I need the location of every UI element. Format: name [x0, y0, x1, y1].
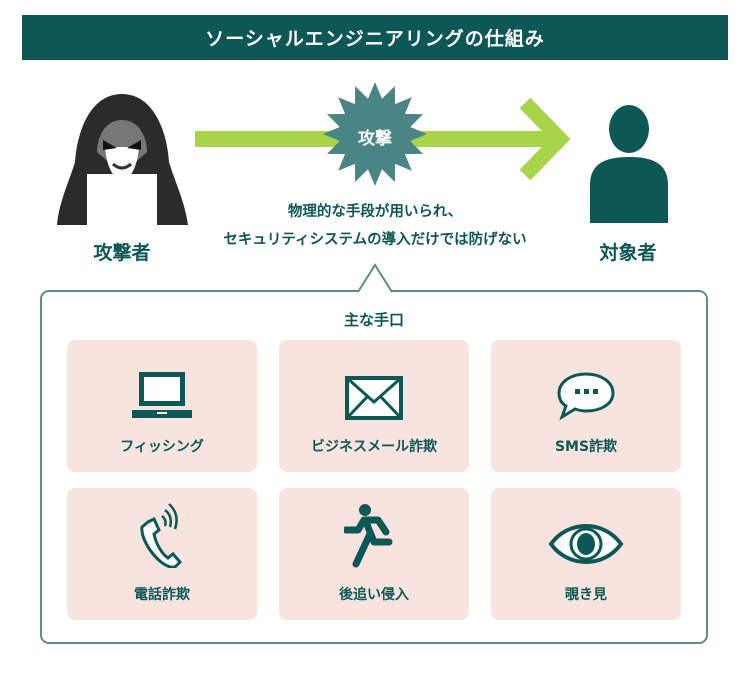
method-card-phishing: フィッシング — [67, 340, 257, 472]
attacker-label: 攻撃者 — [93, 242, 151, 264]
burst-icon — [323, 82, 427, 186]
caption: 物理的な手段が用いられ、 セキュリティシステムの導入だけでは防げない — [175, 198, 575, 254]
envelope-icon — [345, 376, 403, 420]
method-label: 覗き見 — [565, 587, 607, 603]
method-card-sms: SMS詐欺 — [491, 340, 681, 472]
caption-line: セキュリティシステムの導入だけでは防げない — [223, 232, 527, 248]
target-label: 対象者 — [599, 242, 657, 264]
method-card-bec: ビジネスメール詐欺 — [279, 340, 469, 472]
method-label: フィッシング — [120, 439, 204, 455]
method-label: 後追い侵入 — [339, 587, 409, 603]
laptop-icon — [132, 372, 192, 418]
method-label: 電話詐欺 — [134, 587, 190, 603]
hooded-attacker-icon — [57, 94, 188, 225]
method-card-tailgating: 後追い侵入 — [279, 488, 469, 620]
methods-title: 主な手口 — [343, 311, 404, 329]
target-person-icon — [590, 105, 668, 223]
method-label: SMS詐欺 — [554, 439, 618, 455]
eye-icon — [548, 524, 624, 564]
running-person-icon — [344, 504, 393, 568]
method-card-shoulder-surfing: 覗き見 — [491, 488, 681, 620]
caption-line: 物理的な手段が用いられ、 — [287, 204, 463, 220]
diagram-title: ソーシャルエンジニアリングの仕組み — [22, 15, 728, 60]
attack-label: 攻撃 — [358, 129, 392, 149]
phone-icon — [140, 503, 183, 568]
callout-caret — [358, 263, 392, 293]
method-label: ビジネスメール詐欺 — [311, 439, 437, 455]
chat-bubble-icon — [557, 372, 615, 421]
method-card-phone: 電話詐欺 — [67, 488, 257, 620]
